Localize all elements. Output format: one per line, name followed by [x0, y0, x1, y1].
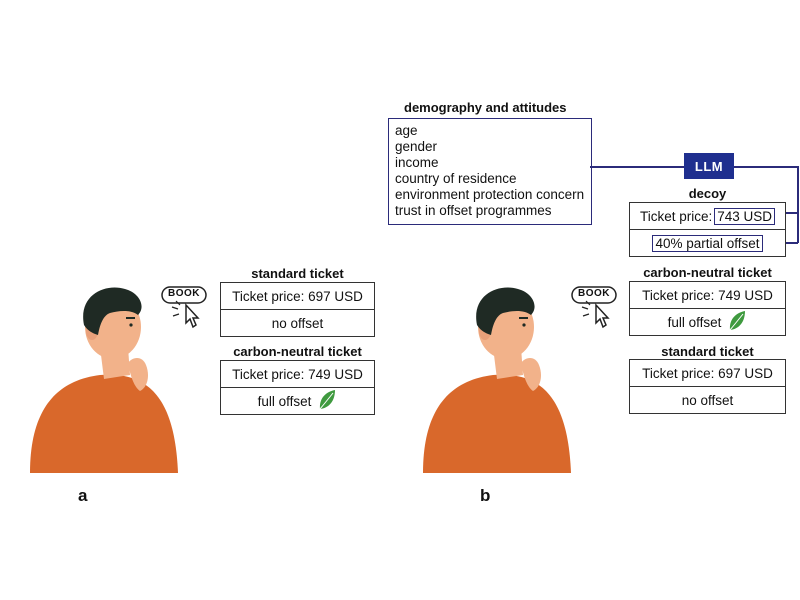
ticket-a2-price: Ticket price: 749 USD [221, 361, 374, 388]
leaf-icon [317, 389, 337, 414]
demography-item: trust in offset programmes [395, 203, 552, 218]
ticket-b1-offset: full offset [667, 314, 722, 330]
ticket-b2-price: Ticket price: 697 USD [630, 360, 785, 387]
decoy-price-value: 743 USD [714, 207, 776, 225]
connector-demo-to-llm [590, 166, 684, 168]
panel-label-a: a [78, 486, 88, 505]
demography-box: age gender income country of residence e… [388, 118, 592, 225]
decoy-price-row: Ticket price: 743 USD [630, 203, 785, 230]
demography-item: environment protection concern [395, 187, 585, 202]
ticket-b2-title: standard ticket [661, 344, 754, 359]
book-label-a: BOOK [168, 288, 200, 299]
llm-badge: LLM [684, 153, 734, 179]
ticket-b1-box: Ticket price: 749 USD full offset [629, 281, 786, 336]
demography-item: country of residence [395, 171, 517, 186]
ticket-b2-offset: no offset [681, 392, 734, 408]
decoy-box: Ticket price: 743 USD 40% partial offset [629, 202, 786, 257]
person-illustration-b [393, 275, 593, 473]
book-button-icon-a: BOOK [160, 285, 210, 333]
panel-label-b: b [480, 486, 491, 505]
ticket-a2-box: Ticket price: 749 USD full offset [220, 360, 375, 415]
ticket-a1-offset: no offset [271, 315, 324, 331]
ticket-b1-offset-row: full offset [630, 309, 785, 335]
book-label-b: BOOK [578, 288, 610, 299]
connector-llm-right [734, 166, 798, 168]
ticket-a1-box: Ticket price: 697 USD no offset [220, 282, 375, 337]
connector-right-vertical [797, 166, 799, 243]
demography-item: gender [395, 139, 438, 154]
decoy-title: decoy [688, 186, 727, 201]
ticket-b2-box: Ticket price: 697 USD no offset [629, 359, 786, 414]
ticket-a2-title: carbon-neutral ticket [233, 344, 362, 359]
leaf-icon [727, 310, 747, 335]
decoy-offset: 40% partial offset [652, 234, 763, 252]
ticket-b1-title: carbon-neutral ticket [643, 265, 772, 280]
decoy-offset-row: 40% partial offset [630, 230, 785, 256]
demography-item: income [395, 155, 439, 170]
decoy-price-prefix: Ticket price: [639, 208, 713, 224]
demography-item: age [395, 123, 418, 138]
person-illustration-a [0, 275, 200, 473]
ticket-b1-price: Ticket price: 749 USD [630, 282, 785, 309]
ticket-a1-price: Ticket price: 697 USD [221, 283, 374, 310]
ticket-a2-offset-row: full offset [221, 388, 374, 414]
ticket-a1-title: standard ticket [251, 266, 344, 281]
ticket-a2-offset: full offset [257, 393, 312, 409]
demography-title: demography and attitudes [404, 100, 567, 115]
book-button-icon-b: BOOK [570, 285, 620, 333]
